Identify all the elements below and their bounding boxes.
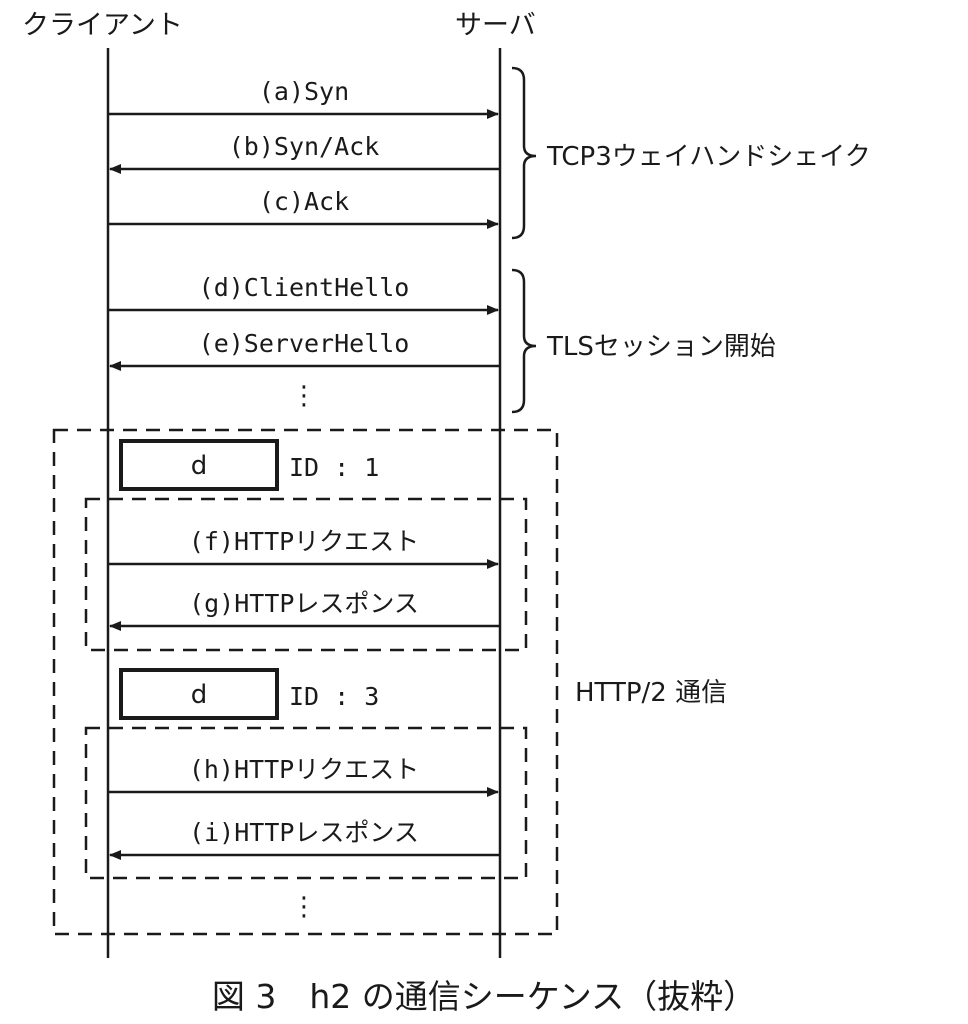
tls-ellipsis: ⋮ xyxy=(291,381,317,411)
message-d-label: (d)ClientHello xyxy=(199,273,410,302)
stream-1-box-label: d xyxy=(191,451,208,481)
http2-outer-frame xyxy=(52,428,559,936)
stream-3-box-label: d xyxy=(191,680,208,710)
stream-3-frame-box xyxy=(119,668,279,720)
message-b-label: (b)Syn/Ack xyxy=(229,132,380,161)
stream-1-frame-box xyxy=(119,439,279,491)
tls-phase-label: TLSセッション開始 xyxy=(546,332,776,362)
message-c-label: (c)Ack xyxy=(259,187,349,216)
stream-3-id-label: ID : 3 xyxy=(289,682,379,711)
tls-phase-brace xyxy=(511,268,537,414)
message-e-label: (e)ServerHello xyxy=(199,329,410,358)
client-header: クライアント xyxy=(22,10,183,41)
http2-ellipsis: ⋮ xyxy=(291,892,317,922)
message-h-label: (h)HTTPリクエスト xyxy=(189,755,419,784)
message-i-label: (i)HTTPレスポンス xyxy=(189,818,419,847)
figure-caption: 図 3 h2 の通信シーケンス（抜粋） xyxy=(212,977,756,1016)
message-a-label: (a)Syn xyxy=(259,77,349,106)
http2-phase-label: HTTP/2 通信 xyxy=(575,678,727,708)
server-header: サーバ xyxy=(455,10,536,41)
stream-3-exchange-frame xyxy=(84,726,528,880)
stream-1-id-label: ID : 1 xyxy=(289,453,379,482)
tcp-phase-label: TCP3ウェイハンドシェイク xyxy=(546,142,871,172)
message-g-label: (g)HTTPレスポンス xyxy=(189,589,419,618)
message-f-label: (f)HTTPリクエスト xyxy=(189,527,419,556)
tcp-phase-brace xyxy=(511,66,537,240)
stream-1-exchange-frame xyxy=(84,497,528,652)
